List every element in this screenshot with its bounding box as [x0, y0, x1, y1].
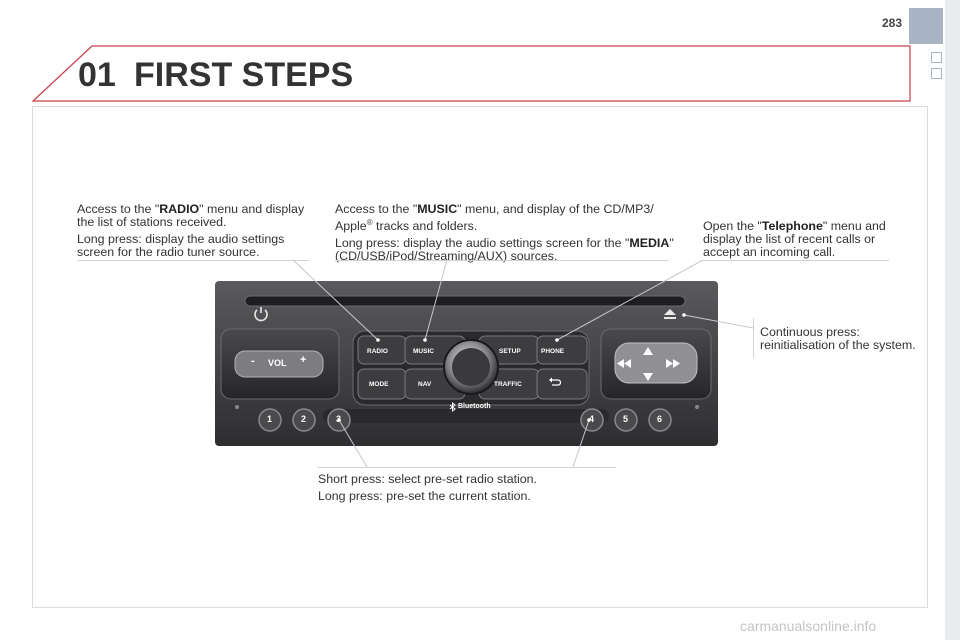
- checkbox-square-icon: [931, 68, 942, 79]
- radio-head-unit: [215, 281, 718, 446]
- traffic-button[interactable]: TRAFFIC: [494, 381, 522, 388]
- chapter-number: 01: [78, 56, 116, 94]
- preset-button-5[interactable]: 5: [623, 414, 629, 424]
- back-icon[interactable]: [549, 377, 561, 387]
- radio-button[interactable]: RADIO: [367, 348, 388, 355]
- fast-forward-icon[interactable]: [666, 359, 680, 368]
- radio-callout-rule: [77, 260, 309, 261]
- vol-plus[interactable]: +: [300, 354, 307, 366]
- chapter-title: FIRST STEPS: [134, 56, 354, 94]
- music-callout: Access to the "MUSIC" menu, and display …: [335, 202, 674, 264]
- telephone-callout-rule: [703, 260, 889, 261]
- nav-button[interactable]: NAV: [418, 381, 432, 388]
- chapter-header-banner: [32, 45, 911, 102]
- mode-button[interactable]: MODE: [369, 381, 389, 388]
- music-button[interactable]: MUSIC: [413, 348, 434, 355]
- presets-callout: Short press: select pre-set radio statio…: [318, 472, 538, 503]
- side-tab: [909, 8, 943, 44]
- radio-callout: Access to the "RADIO" menu and display t…: [77, 202, 305, 259]
- phone-button[interactable]: PHONE: [541, 348, 565, 355]
- power-icon[interactable]: [252, 305, 270, 323]
- rewind-icon[interactable]: [617, 359, 631, 368]
- music-callout-rule: [335, 260, 668, 261]
- content-frame: [32, 106, 928, 608]
- checkbox-square-icon: [931, 52, 942, 63]
- preset-button-4[interactable]: 4: [589, 414, 595, 424]
- vol-label[interactable]: VOL: [268, 358, 287, 368]
- bluetooth-icon: [449, 402, 456, 412]
- setup-button[interactable]: SETUP: [499, 348, 521, 355]
- presets-callout-rule: [318, 467, 616, 468]
- telephone-callout: Open the "Telephone" menu and display th…: [703, 219, 886, 259]
- eject-callout: Continuous press: reinitialisation of th…: [760, 325, 916, 352]
- watermark: carmanualsonline.info: [740, 618, 877, 634]
- preset-button-2[interactable]: 2: [301, 414, 307, 424]
- preset-button-3[interactable]: 3: [336, 414, 342, 424]
- vol-minus[interactable]: -: [251, 355, 255, 367]
- preset-button-6[interactable]: 6: [657, 414, 663, 424]
- bluetooth-label: Bluetooth: [458, 403, 491, 410]
- eject-callout-rule: [753, 318, 754, 358]
- eject-icon[interactable]: [663, 308, 677, 320]
- arrow-up-icon[interactable]: [643, 347, 653, 355]
- side-strip: [945, 0, 960, 640]
- arrow-down-icon[interactable]: [643, 373, 653, 381]
- page-number: 283: [881, 16, 902, 30]
- preset-button-1[interactable]: 1: [267, 414, 273, 424]
